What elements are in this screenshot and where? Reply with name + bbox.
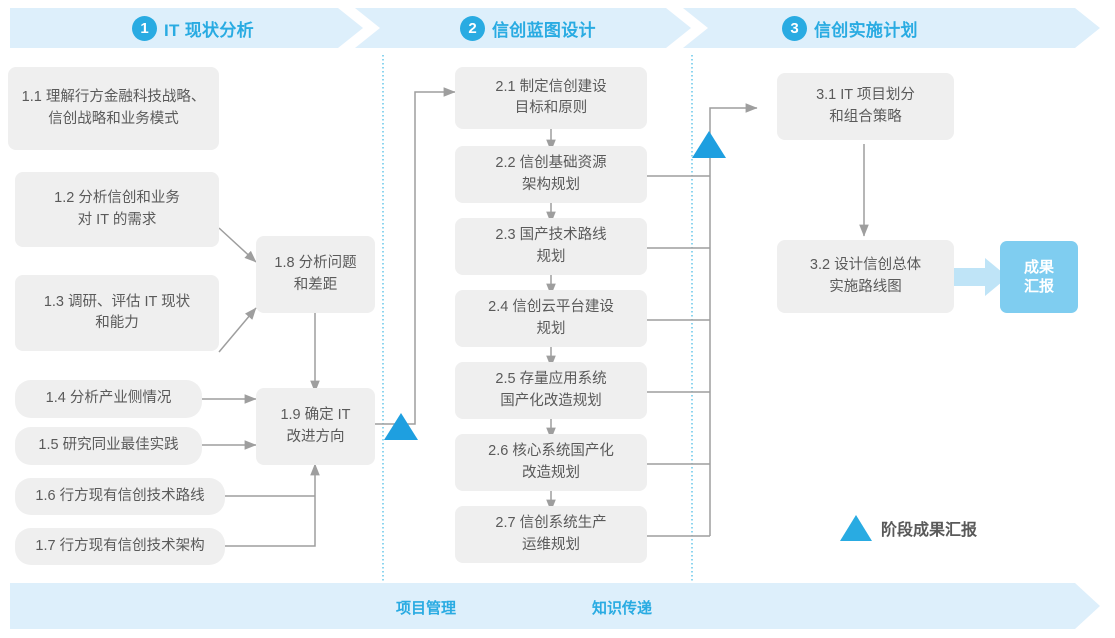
phase-header-1: 1 IT 现状分析	[132, 14, 254, 42]
phase-header-3: 3 信创实施计划	[782, 14, 918, 42]
chevron-separator-2-icon	[666, 8, 708, 48]
process-box-2-5[interactable]: 2.5 存量应用系统 国产化改造规划	[455, 362, 647, 419]
process-box-3-1[interactable]: 3.1 IT 项目划分 和组合策略	[777, 73, 954, 140]
legend-label: 阶段成果汇报	[881, 522, 978, 539]
process-box-1-8[interactable]: 1.8 分析问题 和差距	[256, 236, 375, 313]
milestone-triangle-phase2	[692, 131, 726, 158]
legend-milestone: 阶段成果汇报	[840, 515, 977, 541]
process-box-2-1[interactable]: 2.1 制定信创建设 目标和原则	[455, 67, 647, 129]
process-box-2-7[interactable]: 2.7 信创系统生产 运维规划	[455, 506, 647, 563]
process-box-1-4[interactable]: 1.4 分析产业侧情况	[15, 380, 202, 418]
process-box-2-2[interactable]: 2.2 信创基础资源 架构规划	[455, 146, 647, 203]
phase-number-badge-3: 3	[782, 15, 807, 41]
process-box-1-7[interactable]: 1.7 行方现有信创技术架构	[15, 528, 225, 565]
phase-title-1: IT 现状分析	[164, 20, 254, 40]
phase-number-badge-2: 2	[460, 15, 485, 41]
phase-header-2: 2 信创蓝图设计	[460, 14, 596, 42]
footer-item-knowledge-transfer: 知识传递	[592, 600, 653, 617]
footer-item-project-management: 项目管理	[396, 600, 457, 617]
wire-1-9-to-2-1	[375, 87, 456, 425]
chevron-separator-1-icon	[338, 8, 380, 48]
phase-banner-bottom	[10, 583, 1100, 629]
milestone-triangle-icon	[840, 515, 872, 541]
process-box-1-6[interactable]: 1.6 行方现有信创技术路线	[15, 478, 225, 515]
process-box-1-2[interactable]: 1.2 分析信创和业务 对 IT 的需求	[15, 172, 219, 247]
banner-shape	[10, 8, 1100, 48]
process-box-2-6[interactable]: 2.6 核心系统国产化 改造规划	[455, 434, 647, 491]
result-badge[interactable]: 成果 汇报	[1000, 241, 1078, 313]
phase-number-badge-1: 1	[132, 15, 157, 41]
wire-1-2-to-1-8	[218, 227, 257, 263]
process-box-2-4[interactable]: 2.4 信创云平台建设 规划	[455, 290, 647, 347]
process-box-2-3[interactable]: 2.3 国产技术路线 规划	[455, 218, 647, 275]
wire-1-7-bus-to-1-9	[225, 463, 320, 547]
process-box-3-2[interactable]: 3.2 设计信创总体 实施路线图	[777, 240, 954, 313]
phase-banner-top	[10, 8, 1100, 48]
process-box-1-3[interactable]: 1.3 调研、评估 IT 现状 和能力	[15, 275, 219, 351]
footer-banner-shape	[10, 583, 1100, 629]
wire-1-3-to-1-8	[218, 307, 257, 353]
process-box-1-5[interactable]: 1.5 研究同业最佳实践	[15, 427, 202, 465]
process-box-1-1[interactable]: 1.1 理解行方金融科技战略、 信创战略和业务模式	[8, 67, 219, 150]
phase-title-2: 信创蓝图设计	[492, 20, 596, 40]
wire-bus-to-3-1	[709, 103, 758, 536]
process-box-1-9[interactable]: 1.9 确定 IT 改进方向	[256, 388, 375, 465]
milestone-triangle-phase1	[384, 413, 418, 440]
phase-title-3: 信创实施计划	[814, 20, 918, 40]
